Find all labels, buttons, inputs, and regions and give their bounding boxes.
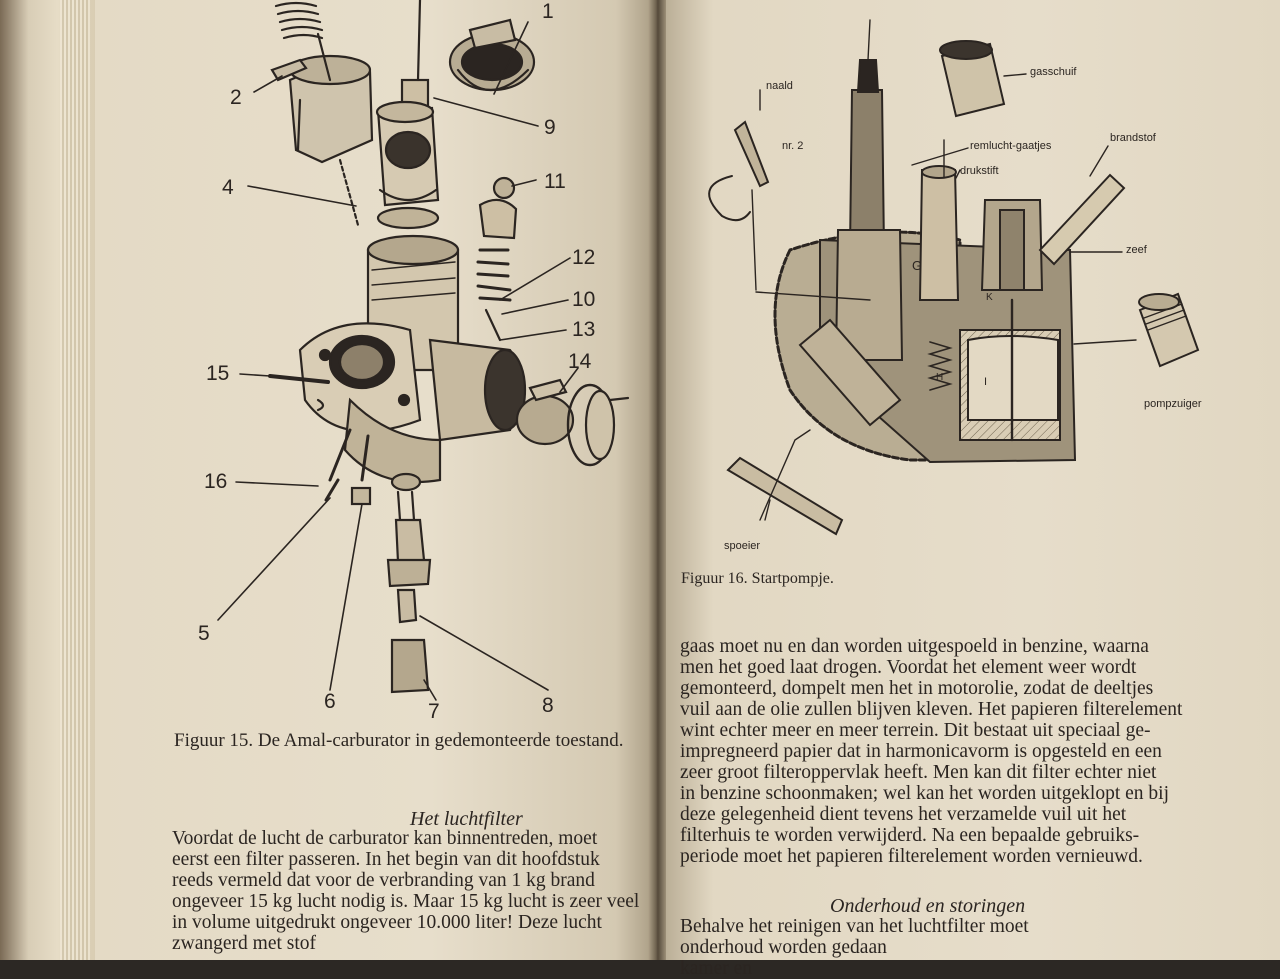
callout-6: 6 <box>324 690 336 713</box>
text-line: men het goed laat drogen. Voordat het el… <box>680 657 1137 678</box>
callout-12: 12 <box>572 246 596 269</box>
label-brandstof: brandstof <box>1110 132 1156 144</box>
label-drukstift: drukstift <box>960 165 999 177</box>
text-line: kamer en <box>680 958 753 979</box>
callout-15: 15 <box>206 362 230 385</box>
text-line: gemonteerd, dompelt men het in motorolie… <box>680 678 1154 699</box>
callout-2: 2 <box>230 86 242 109</box>
book-page-edges <box>0 0 95 960</box>
right-body-text: gaas moet nu en dan worden uitgespoeld i… <box>680 636 1182 867</box>
callout-11: 11 <box>544 170 566 193</box>
label-k: K <box>986 292 993 303</box>
text-line: in benzine schoonmaken; wel kan het word… <box>680 783 1169 804</box>
label-zeef: zeef <box>1126 244 1147 256</box>
text-line: eerst een filter passeren. In het begin … <box>172 849 600 870</box>
label-remlucht: remlucht-gaatjes <box>970 140 1052 152</box>
text-line: Voordat de lucht de carburator kan binne… <box>172 828 598 849</box>
text-line: impregneerd papier dat in harmonicavorm … <box>680 741 1162 762</box>
label-nr2: nr. 2 <box>782 140 804 152</box>
text-line: reeds vermeld dat voor de verbranding va… <box>172 870 595 891</box>
callout-10: 10 <box>572 288 596 311</box>
text-line: periode moet het papieren filterelement … <box>680 846 1143 867</box>
left-body-text: Voordat de lucht de carburator kan binne… <box>172 828 639 954</box>
label-naald: naald <box>766 80 793 92</box>
callout-16: 16 <box>204 470 228 493</box>
figure-16-starter-pump <box>728 41 1198 534</box>
callout-9: 9 <box>544 116 556 139</box>
left-page <box>95 0 655 960</box>
text-line: wint echter meer en meer terrein. Dit be… <box>680 720 1151 741</box>
text-line: in volume uitgedrukt ongeveer 10.000 lit… <box>172 912 602 933</box>
section-heading-onderhoud: Onderhoud en storingen <box>830 895 1026 917</box>
section-heading-luchtfilter: Het luchtfilter <box>410 808 523 830</box>
label-h: H <box>936 372 944 383</box>
callout-14: 14 <box>568 350 592 373</box>
callout-5: 5 <box>198 622 210 645</box>
label-i: I <box>984 376 988 388</box>
text-line: zeer groot filteroppervlak heeft. Men ka… <box>680 762 1157 783</box>
figure-16-caption: Figuur 16. Startpompje. <box>681 570 834 587</box>
figure-15-exploded-carburetor <box>217 0 630 701</box>
text-line: gaas moet nu en dan worden uitgespoeld i… <box>680 636 1149 657</box>
text-line: vuil aan de olie zullen blijven kleven. … <box>680 699 1183 720</box>
callout-8: 8 <box>542 694 554 717</box>
text-line: zwangerd met stof <box>172 933 317 954</box>
text-line: Behalve het reinigen van het luchtfilter… <box>680 916 1029 937</box>
callout-7: 7 <box>428 700 440 723</box>
label-g: G <box>912 258 923 273</box>
book-gutter <box>648 0 666 960</box>
callout-4: 4 <box>222 176 234 199</box>
callout-1: 1 <box>542 0 554 23</box>
label-spoeier: spoeier <box>724 540 761 552</box>
text-line: onderhoud worden gedaan <box>680 937 887 958</box>
figure-15-caption: Figuur 15. De Amal-carburator in gedemon… <box>174 730 624 751</box>
label-gasschuif: gasschuif <box>1030 66 1077 78</box>
text-line: filterhuis te worden verwijderd. Na een … <box>680 825 1140 846</box>
text-line: deze gelegenheid dient tevens het verzam… <box>680 804 1127 825</box>
label-pompzuiger: pompzuiger <box>1144 398 1202 410</box>
right-body-text-2: Behalve het reinigen van het luchtfilter… <box>680 916 1029 979</box>
callout-13: 13 <box>572 318 596 341</box>
text-line: ongeveer 15 kg lucht nodig is. Maar 15 k… <box>172 891 640 912</box>
